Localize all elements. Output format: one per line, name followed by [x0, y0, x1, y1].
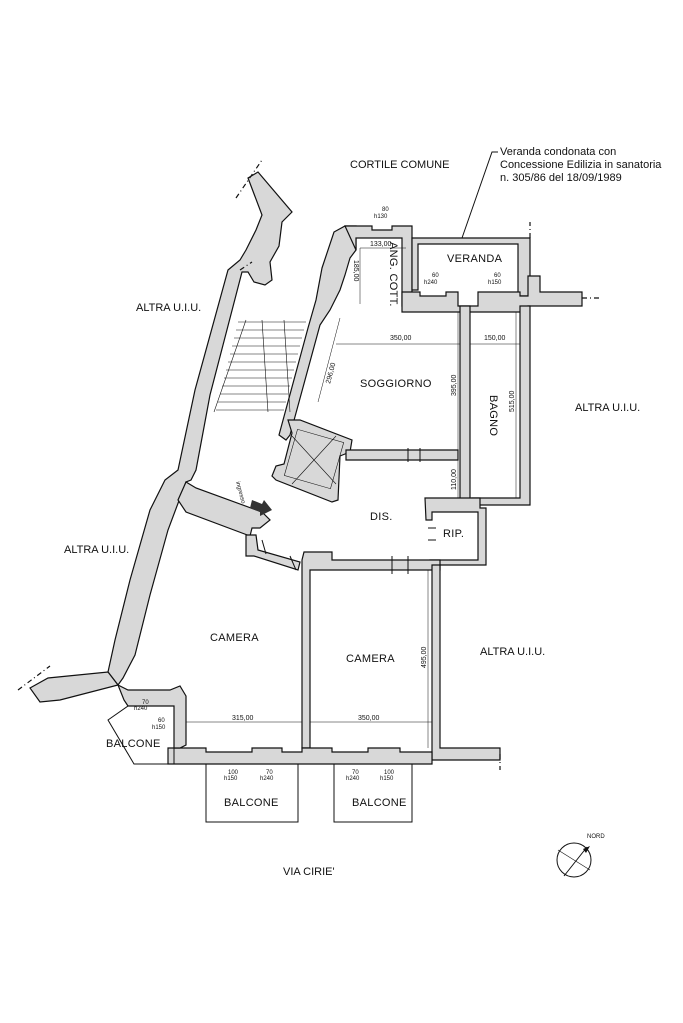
north-compass-icon	[556, 842, 592, 878]
win-ver1-h: h240	[424, 280, 438, 286]
wall-window-row	[401, 275, 583, 313]
dim-495: 495,00	[421, 646, 428, 668]
wall-camera-east	[431, 564, 501, 761]
note-line1: Veranda condonata con	[500, 146, 616, 158]
wall-bagno-west	[459, 305, 471, 501]
win-bal2-h: h150	[152, 725, 166, 731]
room-balcone-s2: BALCONE	[352, 797, 407, 809]
boundary-top	[239, 261, 253, 271]
note-line2: Concessione Edilizia in sanatoria	[500, 159, 662, 171]
label-altra-nw: ALTRA U.I.U.	[136, 302, 201, 314]
win-s4-w: 100	[384, 770, 395, 776]
room-camera-right: CAMERA	[346, 653, 395, 665]
wall-veranda	[411, 237, 531, 297]
win-s1-h: h150	[224, 776, 238, 782]
dim-395: 395,00	[451, 374, 458, 396]
room-balcone-s1: BALCONE	[224, 797, 279, 809]
dim-350-top: 350,00	[390, 335, 412, 342]
boundary-sw	[17, 665, 51, 691]
label-cortile: CORTILE COMUNE	[350, 159, 449, 171]
wall-stair-east	[278, 225, 357, 441]
label-nord: NORD	[587, 834, 605, 840]
room-veranda: VERANDA	[447, 253, 503, 265]
wall-dis-bottom	[301, 551, 441, 749]
room-camera-left: CAMERA	[210, 632, 259, 644]
label-altra-e: ALTRA U.I.U.	[480, 646, 545, 658]
dim-110: 110,00	[451, 469, 458, 490]
win-ver1-w: 60	[432, 273, 439, 279]
wall-sw-stub	[29, 671, 120, 703]
balcone-south-2	[333, 763, 413, 823]
win-s2-w: 70	[266, 770, 273, 776]
balcone-south-1	[205, 763, 299, 823]
boundary-nw	[235, 159, 263, 199]
win-ver2-h: h150	[488, 280, 502, 286]
win-s4-h: h150	[380, 776, 394, 782]
win-top-h: h130	[374, 214, 388, 220]
door-marks	[261, 448, 436, 574]
wall-stair-west	[107, 171, 293, 687]
room-dis: DIS.	[370, 511, 393, 523]
room-soggiorno: SOGGIORNO	[360, 378, 432, 390]
wall-camera-top	[177, 481, 271, 537]
stairs	[213, 319, 306, 413]
dim-296: 296,00	[325, 362, 337, 385]
win-s1-w: 100	[228, 770, 239, 776]
lift-cage	[283, 428, 345, 490]
room-bagno: BAGNO	[487, 395, 499, 436]
wall-soggiorno-bottom	[345, 449, 459, 461]
win-bal2-w: 60	[158, 718, 165, 724]
room-rip: RIP.	[443, 528, 464, 540]
dim-150: 150,00	[484, 335, 506, 342]
win-s3-w: 70	[352, 770, 359, 776]
win-ver2-w: 60	[494, 273, 501, 279]
wall-camera-top2	[245, 534, 301, 571]
win-bal-h: h240	[134, 706, 148, 712]
dim-315: 315,00	[232, 715, 254, 722]
label-altra-ne: ALTRA U.I.U.	[575, 402, 640, 414]
balcone-west-outline	[107, 705, 175, 765]
label-altra-w: ALTRA U.I.U.	[64, 544, 129, 556]
dim-515: 515,00	[509, 390, 516, 412]
wall-south	[167, 747, 433, 765]
label-street: VIA CIRIE'	[283, 866, 335, 878]
win-bal-w: 70	[142, 700, 149, 706]
label-ingresso: ingresso	[234, 481, 246, 505]
win-s3-h: h240	[346, 776, 360, 782]
room-balcone-w: BALCONE	[106, 738, 161, 750]
dim-350-bottom: 350,00	[358, 715, 380, 722]
dim-133: 133,00	[370, 241, 392, 248]
entrance-arrow-icon	[250, 500, 272, 516]
room-ang-cott: ANG. COTT.	[387, 242, 399, 307]
note-line3: n. 305/86 del 18/09/1989	[500, 172, 622, 184]
note-leader	[461, 151, 498, 239]
dim-185: 185,00	[352, 260, 359, 282]
win-top-w: 80	[382, 207, 389, 213]
win-s2-h: h240	[260, 776, 274, 782]
wall-balcone-w	[116, 683, 187, 749]
dim-296-line	[317, 317, 341, 403]
